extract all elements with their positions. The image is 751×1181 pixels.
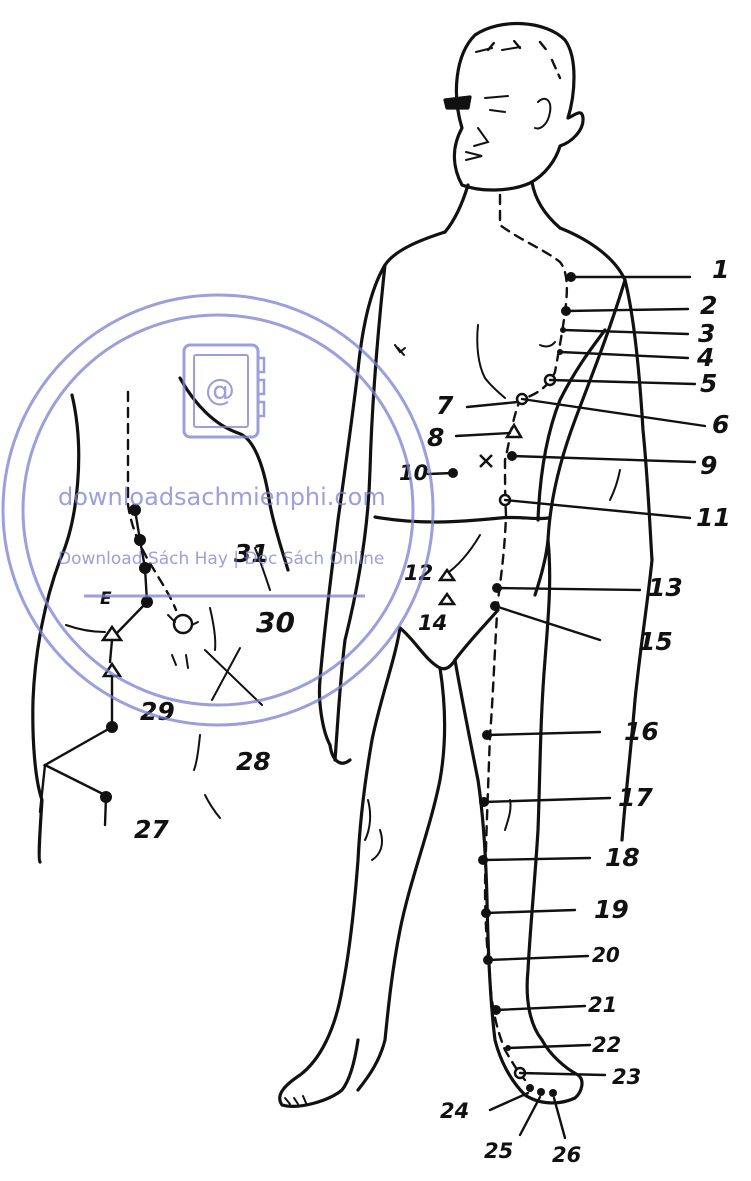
label-28: 28 — [236, 747, 271, 776]
inset-point-b — [134, 534, 146, 546]
point-9-mark — [480, 455, 492, 467]
label-1: 1 — [712, 255, 729, 284]
watermark: @ downloadsachmienphi.com Download Sách … — [3, 295, 433, 725]
point-14 — [440, 594, 454, 604]
label-20: 20 — [592, 943, 620, 967]
label-23: 23 — [612, 1065, 641, 1089]
point-12 — [440, 570, 454, 580]
inset-letter: E — [100, 589, 112, 609]
label-30: 30 — [256, 606, 295, 639]
label-16: 16 — [624, 717, 659, 746]
point-8 — [507, 425, 521, 437]
label-2: 2 — [700, 291, 717, 320]
label-12: 12 — [404, 561, 433, 585]
book-at-icon: @ — [184, 345, 264, 437]
point-25 — [537, 1088, 545, 1096]
label-5: 5 — [700, 369, 717, 398]
label-13: 13 — [648, 573, 683, 602]
label-15: 15 — [638, 627, 673, 656]
label-24: 24 — [440, 1099, 469, 1123]
label-17: 17 — [618, 783, 653, 812]
label-14: 14 — [418, 611, 447, 635]
watermark-tagline: Download Sách Hay | Đọc Sách Online — [58, 549, 384, 569]
label-6: 6 — [712, 410, 729, 439]
label-7: 7 — [436, 391, 454, 420]
point-26 — [549, 1089, 557, 1097]
label-18: 18 — [605, 843, 640, 872]
label-21: 21 — [588, 993, 617, 1017]
label-22: 22 — [592, 1033, 621, 1057]
label-25: 25 — [484, 1139, 513, 1163]
label-9: 9 — [700, 451, 717, 480]
label-19: 19 — [594, 895, 629, 924]
leader-lines — [428, 277, 705, 1138]
label-11: 11 — [696, 503, 731, 532]
label-27: 27 — [134, 815, 169, 844]
label-4: 4 — [696, 343, 714, 372]
label-26: 26 — [552, 1143, 581, 1167]
point-24 — [526, 1084, 534, 1092]
inset-detail — [33, 378, 288, 862]
label-8: 8 — [427, 423, 444, 452]
watermark-site: downloadsachmienphi.com — [58, 483, 386, 511]
svg-text:@: @ — [205, 373, 235, 408]
label-10: 10 — [399, 461, 428, 485]
inset-point-30 — [174, 615, 192, 633]
meridian-path — [485, 195, 567, 1080]
